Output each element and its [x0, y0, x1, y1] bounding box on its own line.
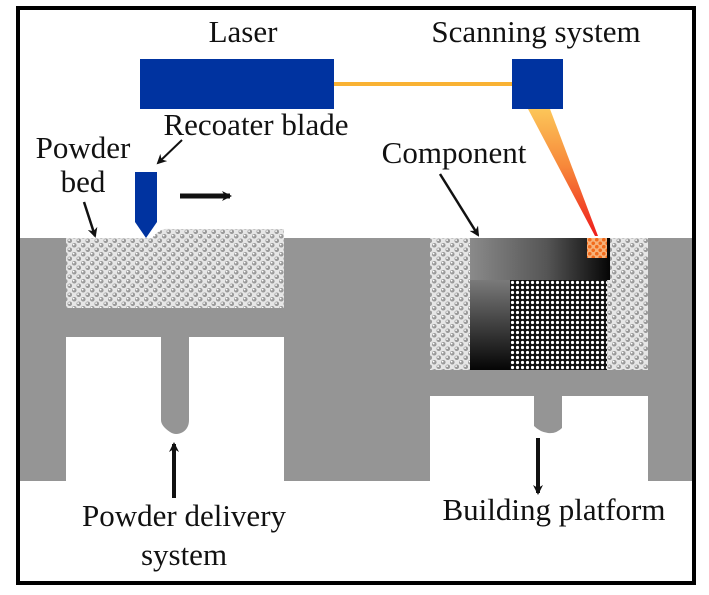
- component: [470, 238, 610, 370]
- label-powder-bed-2: bed: [61, 164, 106, 199]
- melt-pool: [587, 238, 607, 258]
- recoater-blade: [135, 172, 157, 238]
- focused-laser-beam: [528, 109, 598, 236]
- powder-bed-feed: [66, 228, 284, 308]
- laser-beam-path: [334, 82, 512, 86]
- scanning-system: [512, 59, 563, 109]
- label-building-platform: Building platform: [442, 492, 665, 527]
- label-powder-delivery-2: system: [141, 537, 227, 572]
- powder-bed-label-arrow: [82, 201, 98, 238]
- component-label-arrow: [438, 173, 480, 237]
- label-scanning-system: Scanning system: [431, 14, 640, 49]
- label-powder-bed-1: Powder: [36, 130, 131, 165]
- label-laser: Laser: [209, 14, 279, 49]
- laser-source: [140, 59, 334, 109]
- label-recoater-blade: Recoater blade: [163, 107, 348, 142]
- component-top-layer: [470, 238, 610, 280]
- diagram-frame: [16, 6, 696, 585]
- label-powder-delivery-1: Powder delivery: [82, 498, 287, 533]
- component-lattice: [510, 280, 607, 370]
- recoater-label-arrow: [156, 139, 183, 165]
- label-component: Component: [382, 135, 527, 170]
- component-wall: [470, 280, 510, 370]
